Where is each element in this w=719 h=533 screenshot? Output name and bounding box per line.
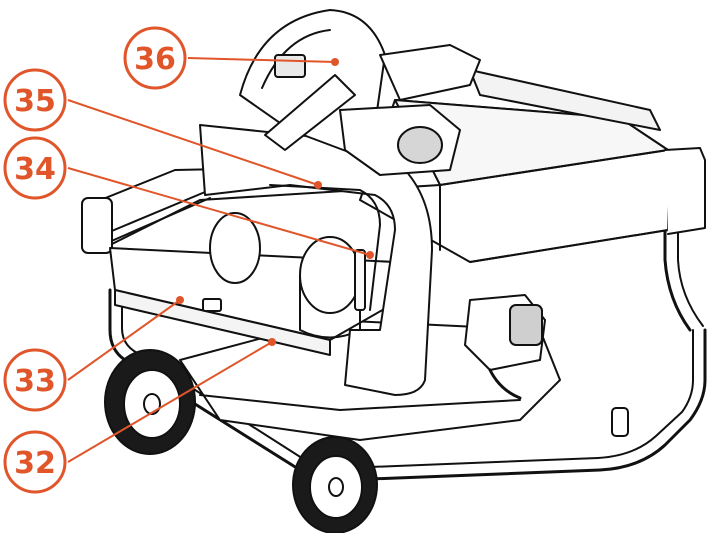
frame-foot bbox=[611, 407, 629, 437]
callout-circle bbox=[123, 26, 187, 90]
guard-arm bbox=[264, 74, 356, 151]
cord bbox=[488, 368, 522, 400]
callout-target-dot bbox=[176, 296, 184, 304]
callout-leader-line bbox=[67, 299, 181, 381]
callout-leader-line bbox=[67, 99, 319, 186]
callout-32: 32 bbox=[3, 338, 276, 494]
callout-36: 36 bbox=[123, 26, 339, 90]
callout-target-dot bbox=[268, 338, 276, 346]
callout-33: 33 bbox=[3, 296, 184, 412]
frame-leg-right-inner bbox=[677, 229, 704, 327]
callout-leader-line bbox=[67, 167, 371, 256]
cross-bar-slot bbox=[202, 298, 222, 312]
frame-tube bbox=[108, 288, 707, 482]
callout-35: 35 bbox=[3, 68, 322, 189]
guard-vent bbox=[274, 54, 306, 78]
callout-label: 36 bbox=[134, 42, 176, 77]
callout-label: 34 bbox=[14, 152, 56, 187]
callout-circle bbox=[3, 136, 67, 200]
pump bbox=[209, 212, 261, 284]
rail-groove bbox=[94, 191, 211, 247]
wheel-right-axle bbox=[328, 477, 344, 497]
callout-34: 34 bbox=[3, 136, 374, 259]
rail-end bbox=[81, 197, 113, 254]
table-edge bbox=[439, 149, 669, 263]
callout-label: 32 bbox=[14, 446, 56, 481]
blade-guard-inner bbox=[261, 29, 331, 89]
frame-leg-right bbox=[663, 228, 692, 332]
callout-leader-line bbox=[67, 341, 273, 463]
callout-target-dot bbox=[314, 181, 322, 189]
table-ruler bbox=[469, 69, 661, 131]
callout-target-dot bbox=[331, 58, 339, 66]
rear-fan bbox=[509, 304, 543, 346]
c-arm-inner bbox=[269, 184, 381, 311]
callout-label: 33 bbox=[14, 364, 56, 399]
handle bbox=[379, 44, 481, 101]
motor-fan bbox=[397, 126, 443, 164]
frame-tube-inner bbox=[121, 291, 694, 470]
base-tray-lip bbox=[199, 394, 521, 411]
machine-drawing bbox=[81, 9, 707, 533]
c-arm bbox=[199, 124, 433, 396]
callout-circle bbox=[3, 68, 67, 132]
callout-leader-line bbox=[187, 57, 336, 63]
table-side bbox=[664, 147, 706, 235]
wheel-left-axle bbox=[143, 393, 161, 415]
cross-bar-front bbox=[114, 289, 331, 356]
callouts: 36 35 34 33 32 bbox=[3, 26, 374, 494]
motor bbox=[299, 236, 361, 314]
callout-circle bbox=[3, 348, 67, 412]
callout-label: 35 bbox=[14, 84, 56, 119]
callout-target-dot bbox=[366, 251, 374, 259]
callout-circle bbox=[3, 430, 67, 494]
c-arm-slot bbox=[354, 249, 366, 311]
